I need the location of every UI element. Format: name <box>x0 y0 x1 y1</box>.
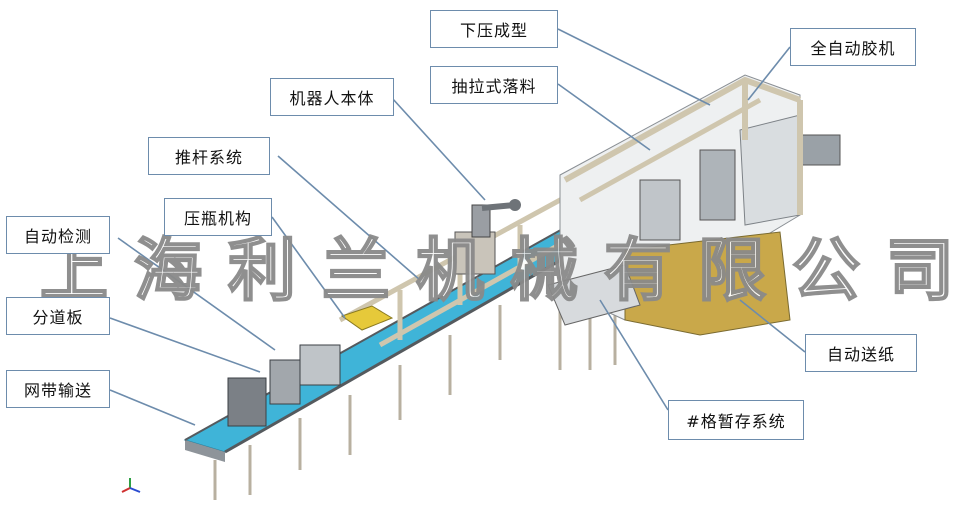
label-robot-body: 机器人本体 <box>270 78 394 116</box>
label-auto-glue: 全自动胶机 <box>790 28 916 66</box>
axis-indicator <box>121 478 141 493</box>
company-watermark: 上海利兰机械有限公司 <box>39 231 960 312</box>
detection-unit <box>227 344 341 427</box>
label-divider-plate: 分道板 <box>6 297 110 335</box>
cartoner-machine <box>559 74 841 336</box>
label-grid-buffer: #格暂存系统 <box>668 400 804 440</box>
leader-lines <box>109 28 806 426</box>
label-auto-paper: 自动送纸 <box>805 334 917 372</box>
label-push-rod: 推杆系统 <box>148 137 270 175</box>
grid-buffer-unit <box>547 264 641 326</box>
label-auto-detect: 自动检测 <box>6 216 110 254</box>
conveyor-frame <box>185 440 225 462</box>
label-press-forming: 下压成型 <box>430 10 558 48</box>
label-mesh-belt: 网带输送 <box>6 370 110 408</box>
label-bottle-press: 压瓶机构 <box>164 198 272 236</box>
bottle-press-bar <box>340 305 394 331</box>
label-pull-drop: 抽拉式落料 <box>430 66 558 104</box>
robot-arm <box>454 199 521 275</box>
